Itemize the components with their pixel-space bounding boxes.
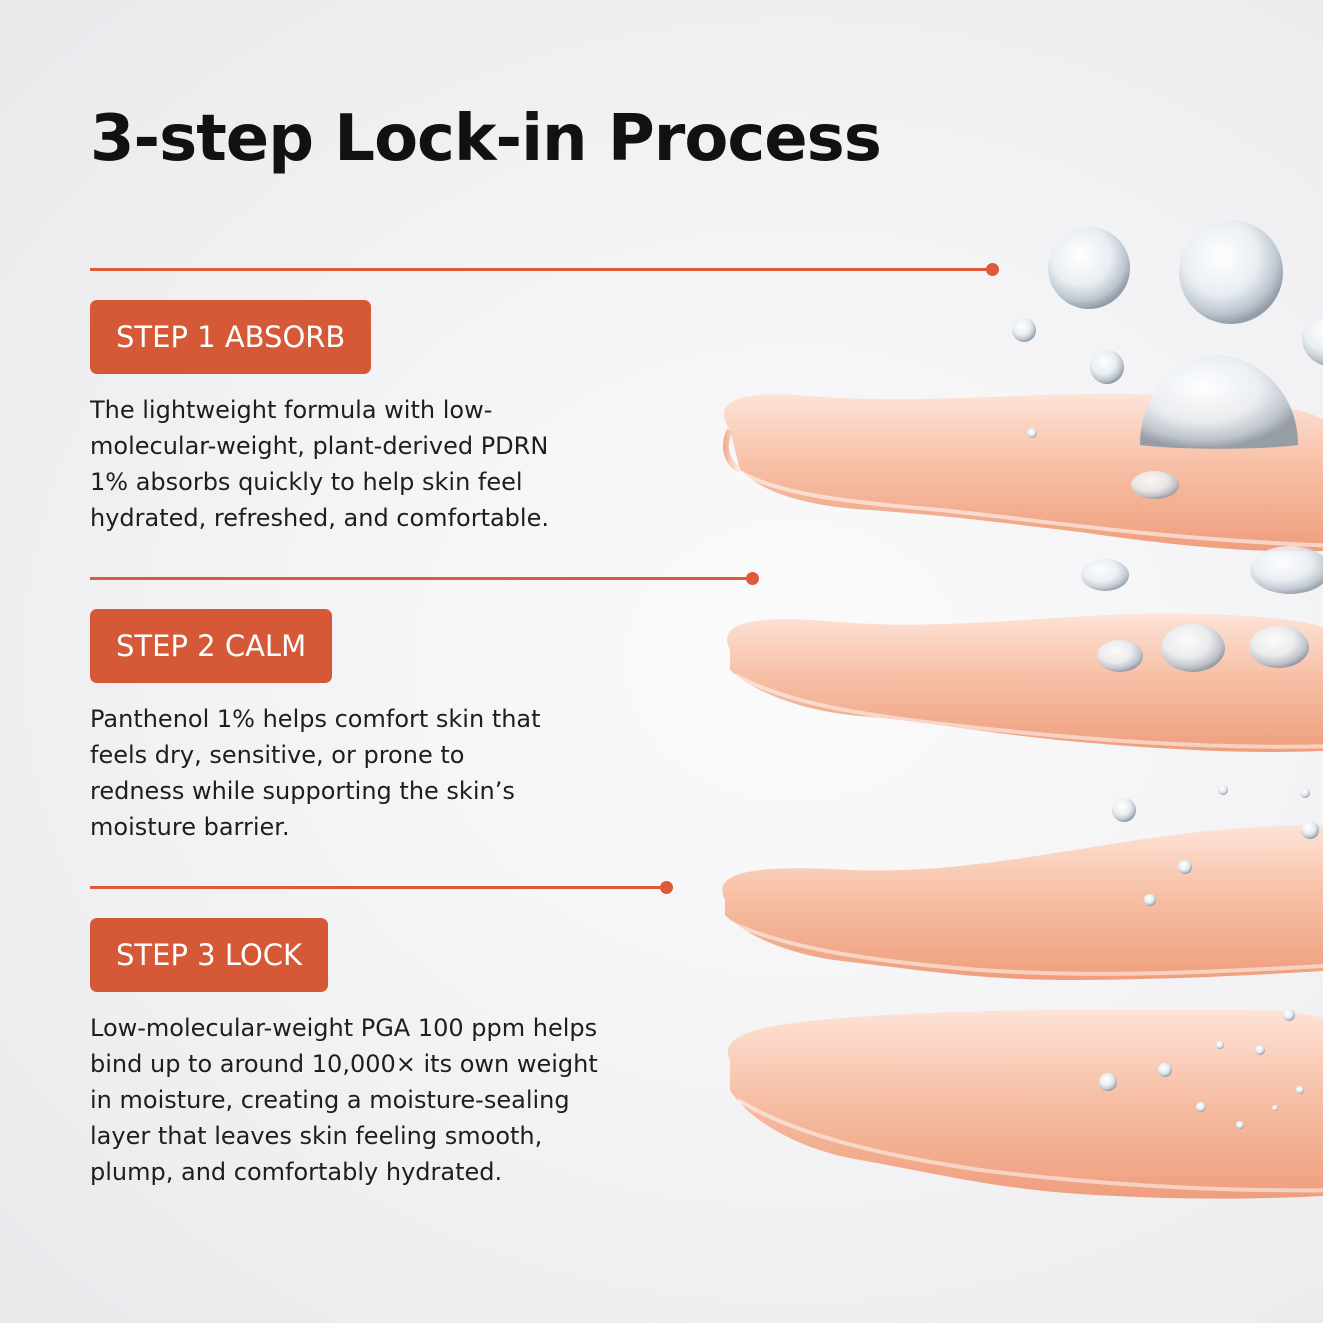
step-3-divider [90, 881, 673, 894]
gel-layer-4 [727, 1009, 1323, 1199]
step-3-description: Low-molecular-weight PGA 100 ppm helps b… [90, 1014, 598, 1186]
step-1-badge: STEP 1 ABSORB [90, 300, 372, 374]
water-droplets [1012, 220, 1323, 1129]
step-1-divider [90, 263, 999, 276]
divider-dot [986, 263, 999, 276]
step-1-description: The lightweight formula with low- molecu… [90, 396, 549, 532]
page-title: 3-step Lock-in Process [90, 102, 882, 176]
step-2-divider [90, 572, 759, 585]
divider-dot [746, 572, 759, 585]
gel-layer-2 [727, 613, 1323, 752]
gel-layer-3 [722, 824, 1323, 980]
step-3-badge: STEP 3 LOCK [90, 918, 329, 992]
divider-dot [660, 881, 673, 894]
step-2-badge: STEP 2 CALM [90, 609, 333, 683]
step-2-description: Panthenol 1% helps comfort skin that fee… [90, 705, 541, 841]
gel-layers-illustration [722, 220, 1323, 1199]
